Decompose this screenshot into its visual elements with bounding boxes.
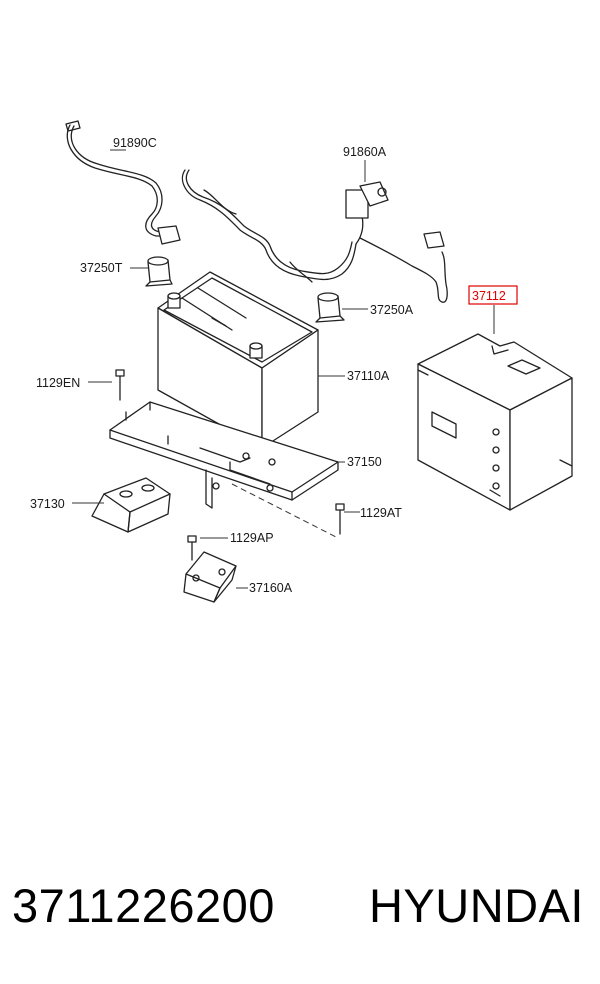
- label-37250a: 37250A: [370, 303, 414, 317]
- bracket-37160a: [183, 551, 248, 603]
- bolt-1129at: [231, 483, 360, 539]
- label-37150: 37150: [347, 455, 382, 469]
- label-91860a: 91860A: [343, 145, 387, 159]
- positive-wiring-harness: [181, 160, 448, 303]
- label-37250t: 37250T: [80, 261, 123, 275]
- bolt-1129en: [88, 369, 125, 401]
- label-1129at: 1129AT: [360, 506, 402, 520]
- terminal-37250a: [315, 292, 368, 323]
- bolt-1129ap: [187, 535, 228, 561]
- bracket-37130: [72, 477, 171, 533]
- brand-name: HYUNDAI: [368, 879, 584, 932]
- battery-insulation-pad-37112: [417, 285, 573, 511]
- label-91890c: 91890C: [113, 136, 157, 150]
- label-1129ap: 1129AP: [230, 531, 274, 545]
- part-number: 3711226200: [12, 879, 275, 932]
- terminal-37250t: [130, 256, 173, 287]
- label-37112: 37112: [472, 289, 506, 303]
- label-37110a: 37110A: [347, 369, 390, 383]
- negative-battery-cable: [65, 120, 181, 245]
- battery-tray-37150: [109, 401, 345, 509]
- label-37130: 37130: [30, 497, 65, 511]
- label-1129en: 1129EN: [36, 376, 80, 390]
- highlight-box-37112: [468, 285, 518, 305]
- label-37160a: 37160A: [249, 581, 293, 595]
